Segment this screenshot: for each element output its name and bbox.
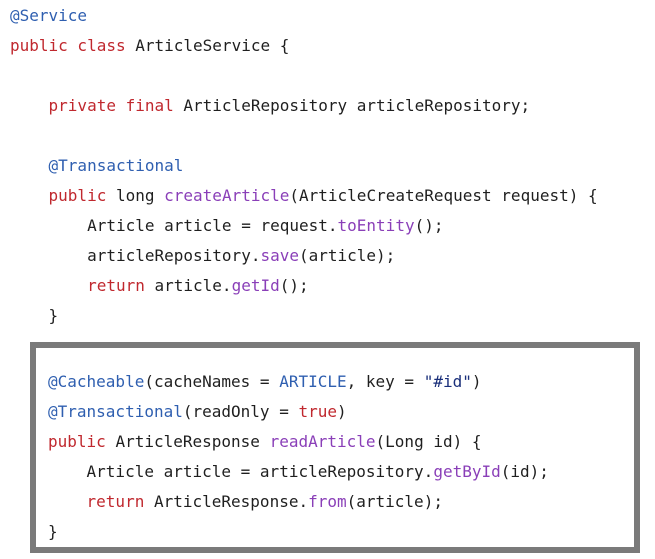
code-token: "#id" [423, 372, 472, 391]
highlight-line-3: public ArticleResponse readArticle(Long … [48, 427, 482, 457]
code-line-4: @Transactional [10, 151, 184, 181]
code-token: Article article = request. [10, 216, 338, 235]
code-token: long [115, 186, 165, 205]
code-token: private final [10, 96, 184, 115]
code-line-1: @Service [10, 1, 87, 31]
code-line-6: Article article = request.toEntity(); [10, 211, 443, 241]
code-token: true [298, 402, 337, 421]
code-token: (article); [298, 246, 396, 265]
code-token: ArticleRepository articleRepository; [183, 96, 531, 115]
code-token: @Transactional [48, 402, 183, 421]
code-token: return [10, 276, 155, 295]
code-token: save [260, 246, 299, 265]
code-token: createArticle [164, 186, 290, 205]
highlighted-code-block: @Cacheable(cacheNames = ARTICLE, key = "… [30, 342, 640, 553]
code-token: (Long id) { [375, 432, 482, 451]
code-token: ) [336, 402, 347, 421]
code-token: (readOnly = [182, 402, 299, 421]
code-token: @Transactional [10, 156, 184, 175]
code-line-2: public class ArticleService { [10, 31, 289, 61]
code-token: from [308, 492, 347, 511]
code-token: } [10, 306, 59, 325]
code-token: ArticleService { [135, 36, 290, 55]
code-token: @Service [10, 6, 88, 25]
code-token: ARTICLE [279, 372, 347, 391]
code-line-8: return article.getId(); [10, 271, 309, 301]
highlight-line-6: } [48, 517, 58, 547]
code-token: Article article = articleRepository. [48, 462, 434, 481]
code-token: } [48, 522, 58, 541]
code-token: getId [231, 276, 280, 295]
code-token: getById [433, 462, 501, 481]
highlight-line-1: @Cacheable(cacheNames = ARTICLE, key = "… [48, 367, 482, 397]
highlight-line-4: Article article = articleRepository.getB… [48, 457, 549, 487]
code-token: ) [471, 372, 482, 391]
code-line-5: public long createArticle(ArticleCreateR… [10, 181, 598, 211]
code-token: return [48, 492, 154, 511]
code-token: (cacheNames = [144, 372, 280, 391]
code-token: (ArticleCreateRequest request) { [289, 186, 598, 205]
code-token: ArticleResponse. [153, 492, 309, 511]
code-token: article. [154, 276, 232, 295]
code-token: toEntity [337, 216, 415, 235]
highlight-line-2: @Transactional(readOnly = true) [48, 397, 347, 427]
code-token: public class [10, 36, 136, 55]
code-token: public [10, 186, 116, 205]
code-token: readArticle [269, 432, 376, 451]
code-token: articleRepository. [10, 246, 261, 265]
code-token: @Cacheable [48, 372, 145, 391]
highlight-line-5: return ArticleResponse.from(article); [48, 487, 443, 517]
code-line-7: articleRepository.save(article); [10, 241, 395, 271]
code-token: , key = [346, 372, 424, 391]
code-token: (article); [346, 492, 443, 511]
code-token: (); [414, 216, 444, 235]
code-line-3: private final ArticleRepository articleR… [10, 91, 531, 121]
code-line-9: } [10, 301, 59, 331]
code-token: (); [279, 276, 309, 295]
code-token: public [48, 432, 116, 451]
code-token: (id); [500, 462, 549, 481]
code-token: ArticleResponse [115, 432, 270, 451]
